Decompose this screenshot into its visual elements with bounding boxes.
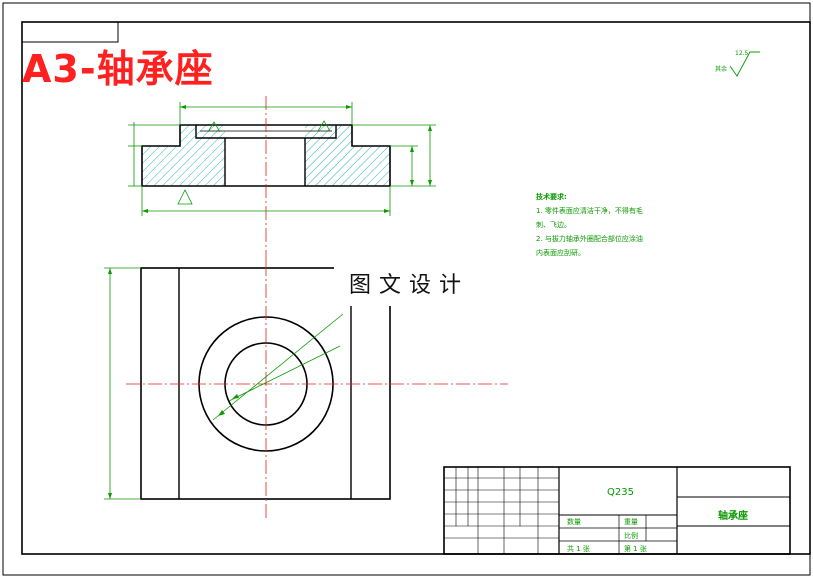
section-hatch-right bbox=[305, 125, 390, 186]
sheet-total-label: 共 1 张 bbox=[567, 545, 590, 553]
weight-label: 重量 bbox=[624, 518, 638, 526]
roughness-label: 其余 bbox=[715, 66, 728, 73]
technical-requirements: 技术要求: 1. 零件表面应清洁干净，不得有毛 刺、飞边。 2. 与拔力轴承外圈… bbox=[536, 190, 686, 260]
base-plate-outline bbox=[140, 267, 391, 500]
notes-item: 2. 与拔力轴承外圈配合部位应涂油 bbox=[536, 235, 643, 243]
title-block bbox=[443, 466, 791, 555]
notes-item: 刺、飞边。 bbox=[536, 221, 571, 229]
section-hatch-left bbox=[142, 125, 225, 186]
part-name-label: 轴承座 bbox=[718, 511, 748, 522]
notes-heading: 技术要求: bbox=[536, 193, 567, 201]
drawing-title: A3-轴承座 bbox=[22, 47, 214, 91]
notes-item: 内表面应刮研。 bbox=[536, 249, 585, 257]
corner-label-box bbox=[21, 21, 119, 43]
section-view bbox=[128, 96, 436, 262]
plan-view bbox=[104, 262, 508, 520]
quantity-label: 数量 bbox=[567, 518, 581, 526]
scale-label: 比例 bbox=[624, 532, 638, 540]
sheet-number-label: 第 1 张 bbox=[624, 545, 647, 553]
material-label: Q235 bbox=[607, 487, 634, 498]
roughness-value: 12.5 bbox=[735, 50, 749, 57]
watermark-text: 图文设计 bbox=[334, 266, 484, 306]
inner-border bbox=[21, 21, 811, 555]
notes-item: 1. 零件表面应清洁干净，不得有毛 bbox=[536, 207, 643, 215]
roughness-symbol bbox=[729, 51, 760, 77]
